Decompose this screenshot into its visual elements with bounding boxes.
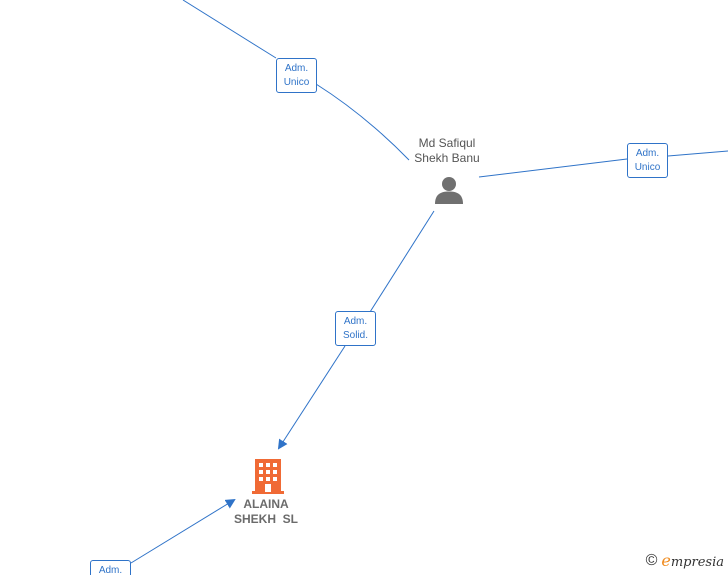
edge-line-right-outer[interactable]	[667, 150, 728, 157]
edge-label-line1: Adm.	[343, 315, 368, 327]
edge-label-line1: Adm.	[98, 565, 123, 576]
edge-line-top-left[interactable]	[182, 0, 277, 59]
brand-rest: mpresia	[670, 555, 724, 570]
edge-label-top-left[interactable]: Adm. Unico	[276, 58, 317, 93]
edge-line-person-to-solid[interactable]	[369, 210, 435, 313]
edge-label-line2: Solid.	[342, 329, 368, 341]
brand-initial: e	[661, 551, 671, 570]
footer-brand[interactable]: © empresia	[646, 551, 724, 570]
person-icon[interactable]	[434, 176, 464, 204]
edge-label-line2: Unico	[283, 76, 310, 88]
edge-label-line2: Unico	[634, 161, 661, 173]
brand-logo: empresia	[661, 551, 724, 570]
company-name-line1: ALAINA	[243, 497, 289, 511]
edge-label-right[interactable]: Adm. Unico	[627, 143, 668, 178]
edge-line-top-left-lower[interactable]	[315, 83, 410, 161]
edge-label-line1: Adm.	[284, 62, 309, 74]
building-icon[interactable]	[252, 458, 284, 494]
copyright-icon: ©	[645, 551, 658, 569]
person-name-line1: Md Safiqul	[418, 136, 476, 150]
edge-label-to-company[interactable]: Adm. Solid.	[335, 311, 376, 346]
edge-line-right[interactable]	[478, 158, 628, 178]
edge-label-bottom-left[interactable]: Adm.	[90, 560, 131, 576]
person-name-line2: Shekh Banu	[414, 151, 480, 165]
person-name[interactable]: Md Safiqul Shekh Banu	[396, 136, 498, 166]
edge-arrow-bottom-left[interactable]	[130, 498, 236, 564]
company-name-line2: SHEKH SL	[233, 512, 298, 526]
edge-arrow-to-company[interactable]	[277, 345, 346, 450]
company-name[interactable]: ALAINA SHEKH SL	[216, 497, 316, 527]
edge-label-line1: Adm.	[635, 147, 660, 159]
